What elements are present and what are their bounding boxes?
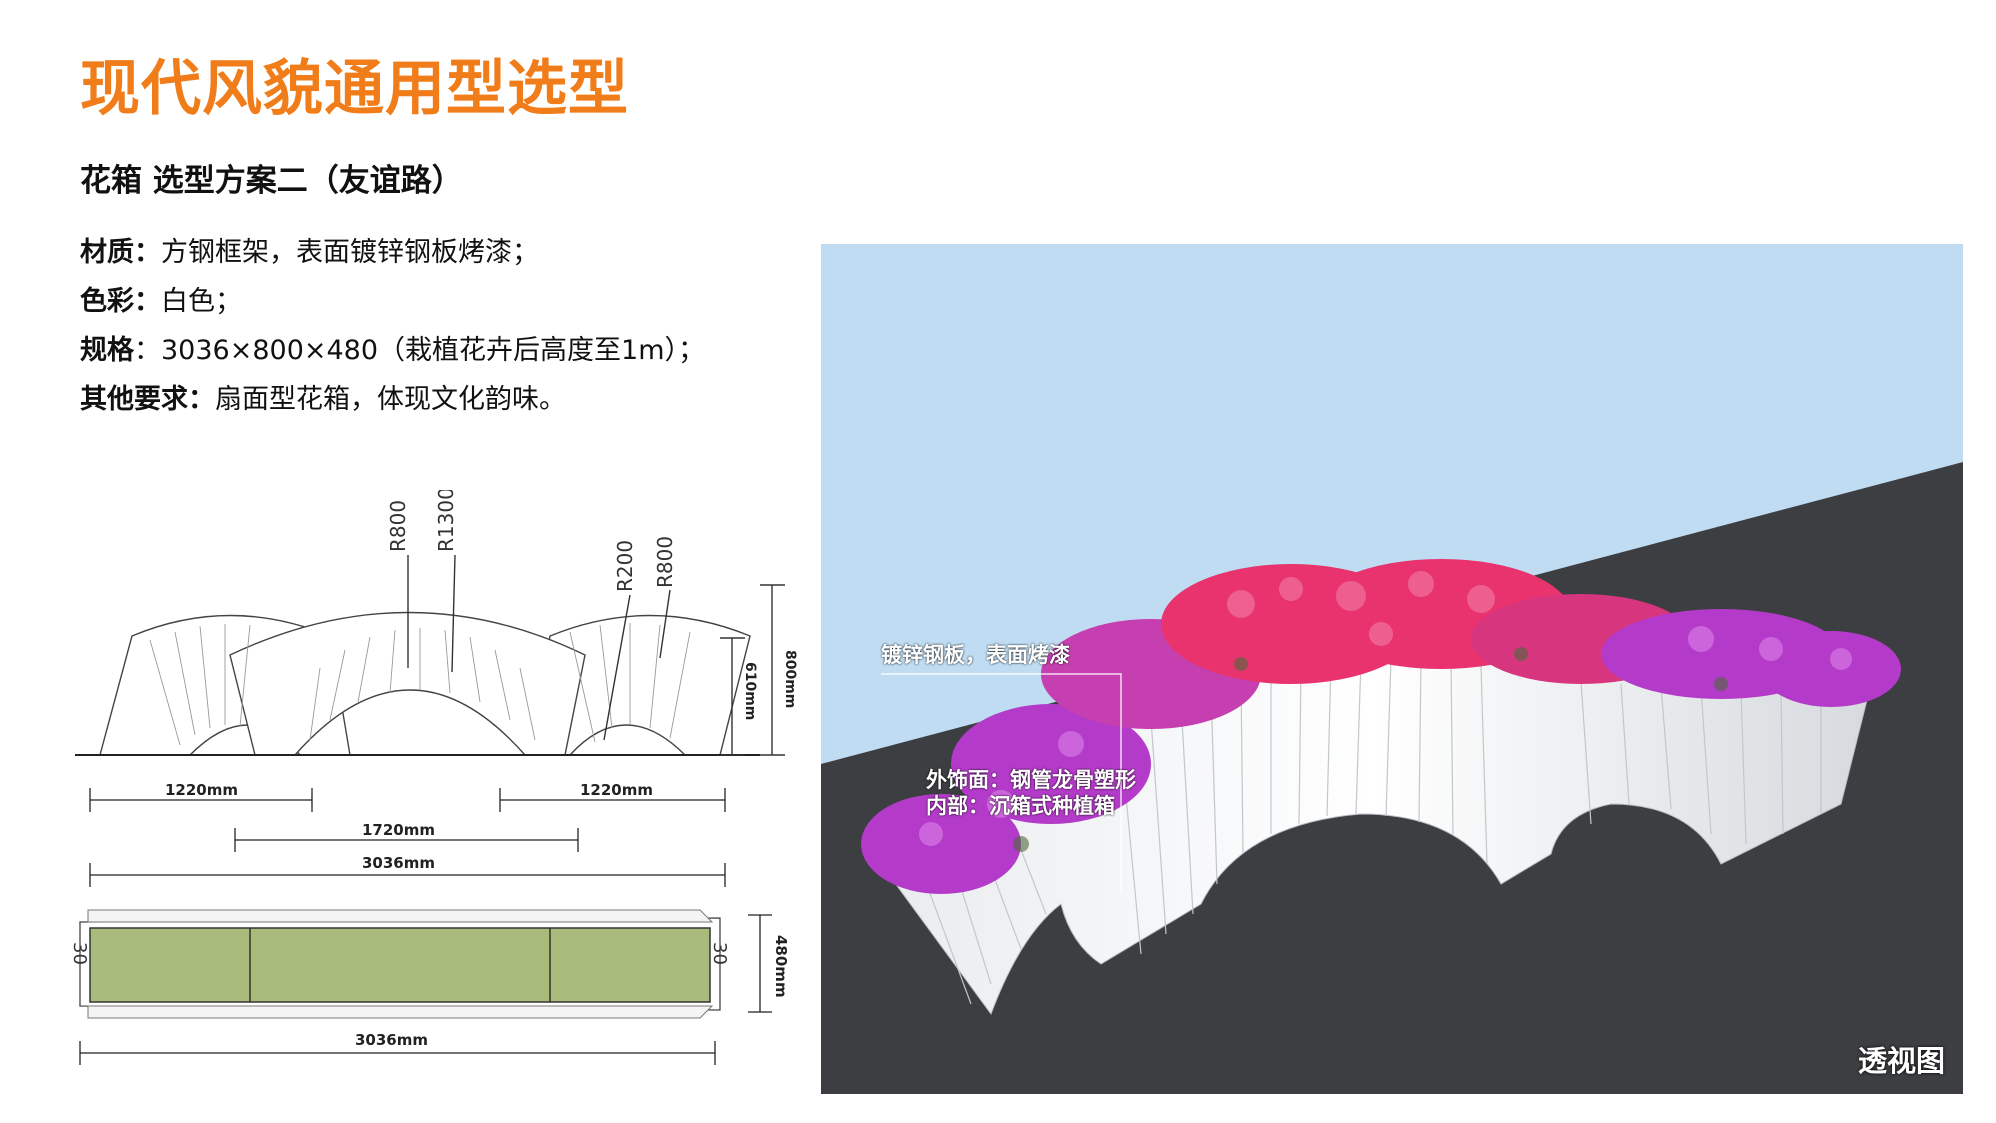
spec-size: 规格：3036×800×480（栽植花卉后高度至1m）；: [80, 326, 705, 375]
dim-total-width: 3036mm: [362, 854, 435, 872]
render-scene: [821, 244, 1963, 1094]
spec-other: 其他要求：扇面型花箱，体现文化韵味。: [80, 375, 705, 424]
page-subtitle: 花箱 选型方案二（友谊路）: [80, 163, 463, 199]
fan-panel-lines: [149, 623, 691, 746]
spec-color: 色彩：白色；: [80, 277, 705, 326]
spec-value: ：3036×800×480（栽植花卉后高度至1m）；: [134, 335, 706, 366]
dim-center-width: 1720mm: [362, 821, 435, 839]
plan-view: [79, 909, 721, 1019]
dim-total-height: 800mm: [782, 650, 798, 708]
plan-edge-right: 30: [709, 942, 730, 965]
plan-edge-left: 30: [69, 942, 90, 965]
radius-label: R200: [613, 540, 637, 592]
height-dimensions: [720, 584, 785, 756]
spec-list: 材质：方钢框架，表面镀锌钢板烤漆； 色彩：白色； 规格：3036×800×480…: [80, 228, 705, 424]
callout-material: 镀锌钢板，表面烤漆: [881, 643, 1070, 667]
dim-plan-total: 3036mm: [355, 1031, 428, 1049]
planter-panel-lines: [920, 657, 1822, 1005]
spec-value: 扇面型花箱，体现文化韵味。: [215, 384, 566, 415]
page-title: 现代风貌通用型选型: [80, 54, 629, 124]
spec-label: 其他要求：: [80, 384, 215, 415]
view-label: 透视图: [1857, 1044, 1945, 1078]
dim-right-width: 1220mm: [580, 781, 653, 799]
callout-interior: 内部：沉箱式种植箱: [926, 794, 1115, 818]
dim-plan-depth: 480mm: [772, 935, 790, 998]
spec-value: 白色；: [161, 286, 242, 317]
center-fan: [229, 611, 586, 756]
radius-label: R800: [653, 536, 677, 588]
plan-planter-fill: [89, 927, 711, 1003]
spec-label: 材质：: [80, 237, 161, 268]
elevation-view: [75, 611, 760, 756]
radius-leaders: [407, 554, 671, 741]
technical-drawing: R800 R1300 R200 R800 800mm 610mm 1220mm …: [69, 490, 798, 1065]
spec-material: 材质：方钢框架，表面镀锌钢板烤漆；: [80, 228, 705, 277]
dim-side-height: 610mm: [742, 662, 758, 720]
callout-leader: [881, 673, 1122, 894]
perspective-render: 镀锌钢板，表面烤漆 外饰面：钢管龙骨塑形 内部：沉箱式种植箱 透视图: [821, 244, 1963, 1094]
width-dimensions: [89, 788, 726, 887]
plan-dimensions: [79, 914, 772, 1065]
callout-exterior: 外饰面：钢管龙骨塑形: [926, 768, 1136, 792]
right-fan: [529, 614, 751, 756]
spec-value: 方钢框架，表面镀锌钢板烤漆；: [161, 237, 539, 268]
radius-label: R1300: [434, 490, 458, 552]
spec-label: 规格: [80, 335, 134, 366]
dim-left-width: 1220mm: [165, 781, 238, 799]
spec-label: 色彩：: [80, 286, 161, 317]
radius-label: R800: [386, 500, 410, 552]
flower-bed: [861, 559, 1901, 894]
